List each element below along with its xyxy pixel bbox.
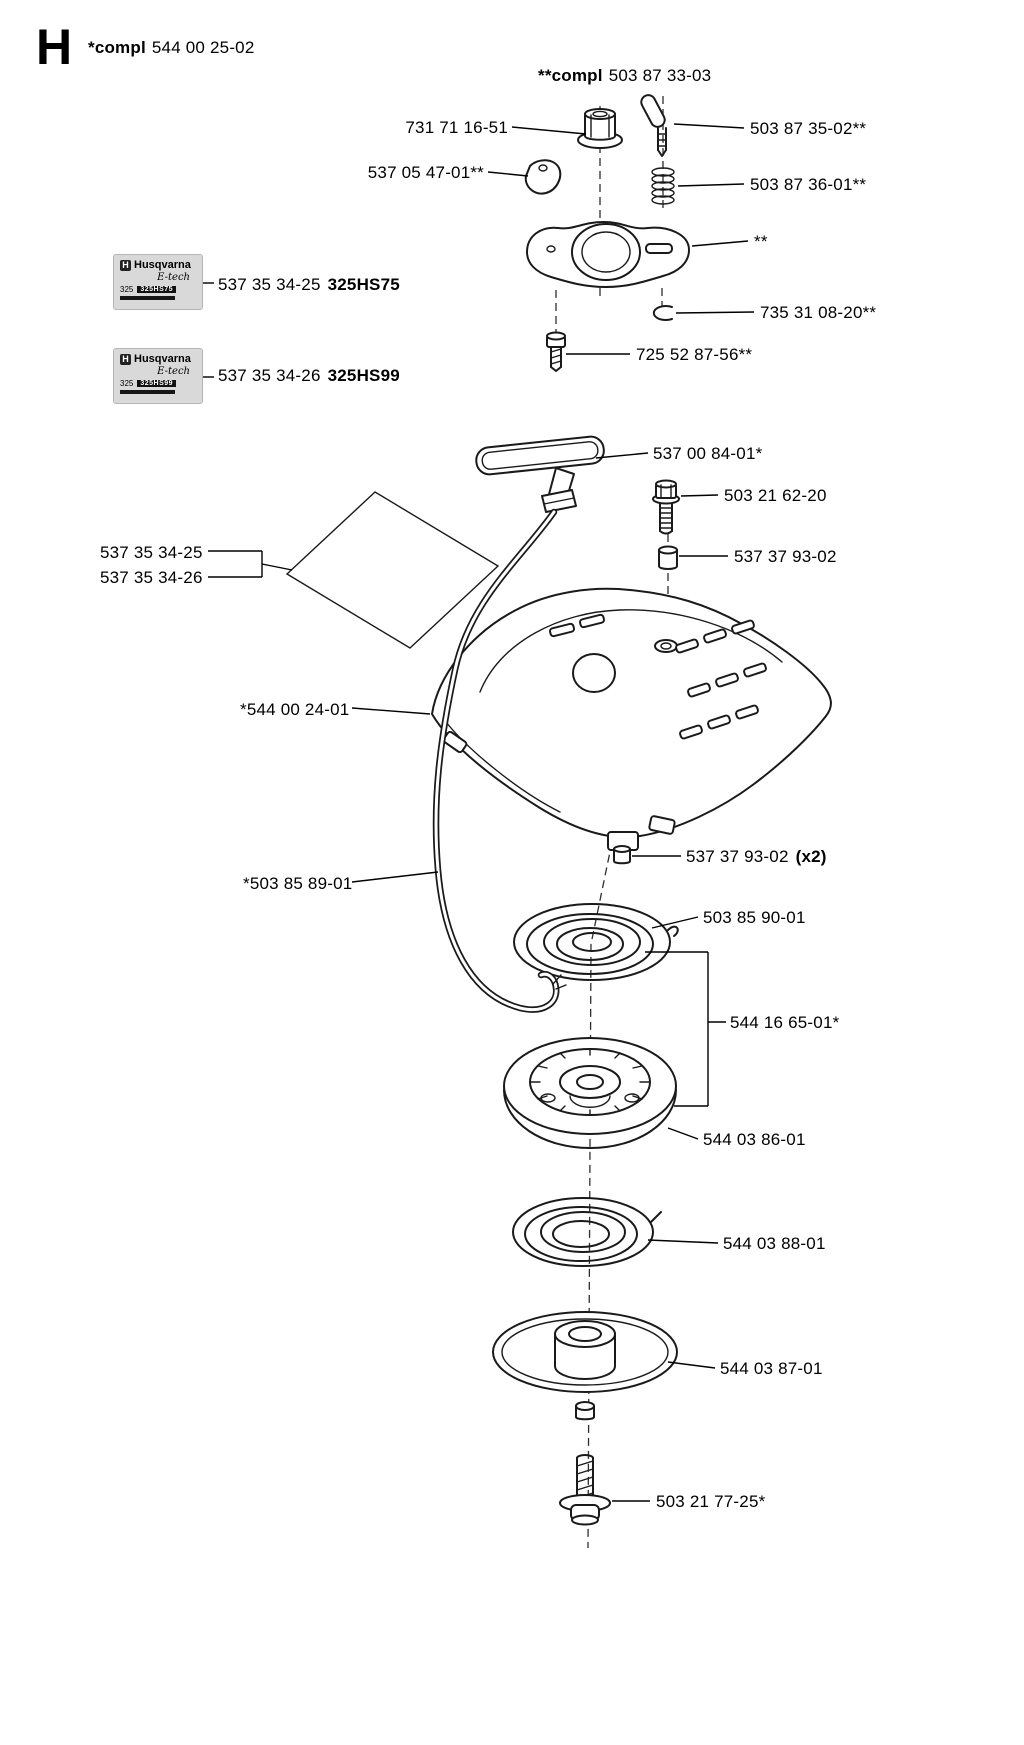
decal-brand-row: H Husqvarna xyxy=(120,259,196,271)
part-label-bushing: 537 37 93-02 xyxy=(734,547,837,566)
starter-housing-drawing xyxy=(431,587,832,851)
assembly-prefix: *compl xyxy=(88,38,146,57)
subassembly-header: **compl 503 87 33-03 xyxy=(538,66,711,85)
leader-lines xyxy=(203,123,755,1502)
part-label-decal-325hs99: 537 35 34-26 325HS99 xyxy=(218,366,400,385)
decal-size-text: 325 xyxy=(120,285,134,294)
decal-fineprint-bar xyxy=(120,296,175,300)
part-label-starter-rope: *503 85 89-01 xyxy=(243,874,353,893)
decal-part-number: 537 35 34-25 xyxy=(218,275,321,294)
housing-screw-drawing xyxy=(652,479,680,535)
bushing-drawing xyxy=(658,545,678,570)
assembly-number: 544 00 25-02 xyxy=(151,38,255,57)
decal-series-text: E-tech xyxy=(157,272,190,283)
decal-model-name: 325HS99 xyxy=(327,366,400,385)
cup-screw-drawing xyxy=(546,331,566,372)
recoil-spring-drawing xyxy=(513,903,679,981)
part-label-decal-pos-b: 537 35 34-26 xyxy=(100,568,203,587)
decal-brand-row: H Husqvarna xyxy=(120,353,196,365)
pawl-spacer-drawing xyxy=(524,159,562,195)
decal-size-text: 325 xyxy=(120,379,134,388)
decal-model-chip: 325HS75 xyxy=(137,286,177,293)
drive-spring-drawing xyxy=(512,1197,662,1267)
part-label-housing-screw: 503 21 62-20 xyxy=(724,486,827,505)
bushing-x2-qty: (x2) xyxy=(795,847,827,866)
part-label-decal-325hs75: 537 35 34-25 325HS75 xyxy=(218,275,400,294)
bushing-x2-drawing xyxy=(613,845,631,865)
pulley-drawing xyxy=(503,1037,677,1149)
decal-brand-text: Husqvarna xyxy=(134,259,191,271)
part-label-drive-disc: 544 03 87-01 xyxy=(720,1359,823,1378)
decal-325hs99: H Husqvarna E-tech 325 325HS99 xyxy=(113,348,203,404)
starter-pawl-drawing xyxy=(640,94,667,157)
part-label-starter-cup-ref: ** xyxy=(754,232,768,251)
subassembly-number: 503 87 33-03 xyxy=(608,66,712,85)
decal-fineprint-bar xyxy=(120,390,175,394)
part-label-pawl-spring: 503 87 36-01** xyxy=(750,175,867,194)
decal-part-number: 537 35 34-26 xyxy=(218,366,321,385)
part-label-starter-pawl: 503 87 35-02** xyxy=(750,119,867,138)
decal-series-text: E-tech xyxy=(157,366,190,377)
starter-rope-drawing xyxy=(432,508,567,1013)
drive-disc-drawing xyxy=(492,1311,678,1421)
pawl-spring-drawing xyxy=(651,167,675,205)
bushing-x2-number: 537 37 93-02 xyxy=(686,847,789,866)
part-label-bottom-screw: 503 21 77-25* xyxy=(656,1492,766,1511)
part-label-pulley: 544 03 86-01 xyxy=(703,1130,806,1149)
part-label-spring-pulley-assembly: 544 16 65-01* xyxy=(730,1013,840,1032)
husqvarna-crown-icon: H xyxy=(120,353,131,365)
part-label-starter-handle: 537 00 84-01* xyxy=(653,444,763,463)
part-label-bushing-x2: 537 37 93-02 (x2) xyxy=(686,847,827,866)
circlip-drawing xyxy=(652,305,673,321)
decal-bottom-row: 325 325HS99 xyxy=(120,379,196,388)
decal-bottom-row: 325 325HS75 xyxy=(120,285,196,294)
decal-placement-outline xyxy=(285,491,500,649)
starter-handle-drawing xyxy=(475,435,605,513)
subassembly-prefix: **compl xyxy=(538,66,603,85)
part-label-nut: 731 71 16-51 xyxy=(405,118,508,137)
decal-brand-text: Husqvarna xyxy=(134,353,191,365)
flange-nut-drawing xyxy=(577,108,623,149)
part-label-drive-spring: 544 03 88-01 xyxy=(723,1234,826,1253)
starter-cup-drawing xyxy=(526,221,690,288)
part-label-cup-screw: 725 52 87-56** xyxy=(636,345,753,364)
decal-model-name: 325HS75 xyxy=(327,275,400,294)
part-label-pawl-spacer: 537 05 47-01** xyxy=(367,163,484,182)
part-label-circlip: 735 31 08-20** xyxy=(760,303,877,322)
bottom-screw-drawing xyxy=(559,1454,611,1526)
part-label-starter-housing: *544 00 24-01 xyxy=(240,700,350,719)
part-label-recoil-spring: 503 85 90-01 xyxy=(703,908,806,927)
assembly-header: *compl 544 00 25-02 xyxy=(88,38,255,57)
section-letter: H xyxy=(36,19,74,75)
decal-325hs75: H Husqvarna E-tech 325 325HS75 xyxy=(113,254,203,310)
part-label-decal-pos-a: 537 35 34-25 xyxy=(100,543,203,562)
husqvarna-crown-icon: H xyxy=(120,259,131,271)
decal-model-chip: 325HS99 xyxy=(137,380,177,387)
